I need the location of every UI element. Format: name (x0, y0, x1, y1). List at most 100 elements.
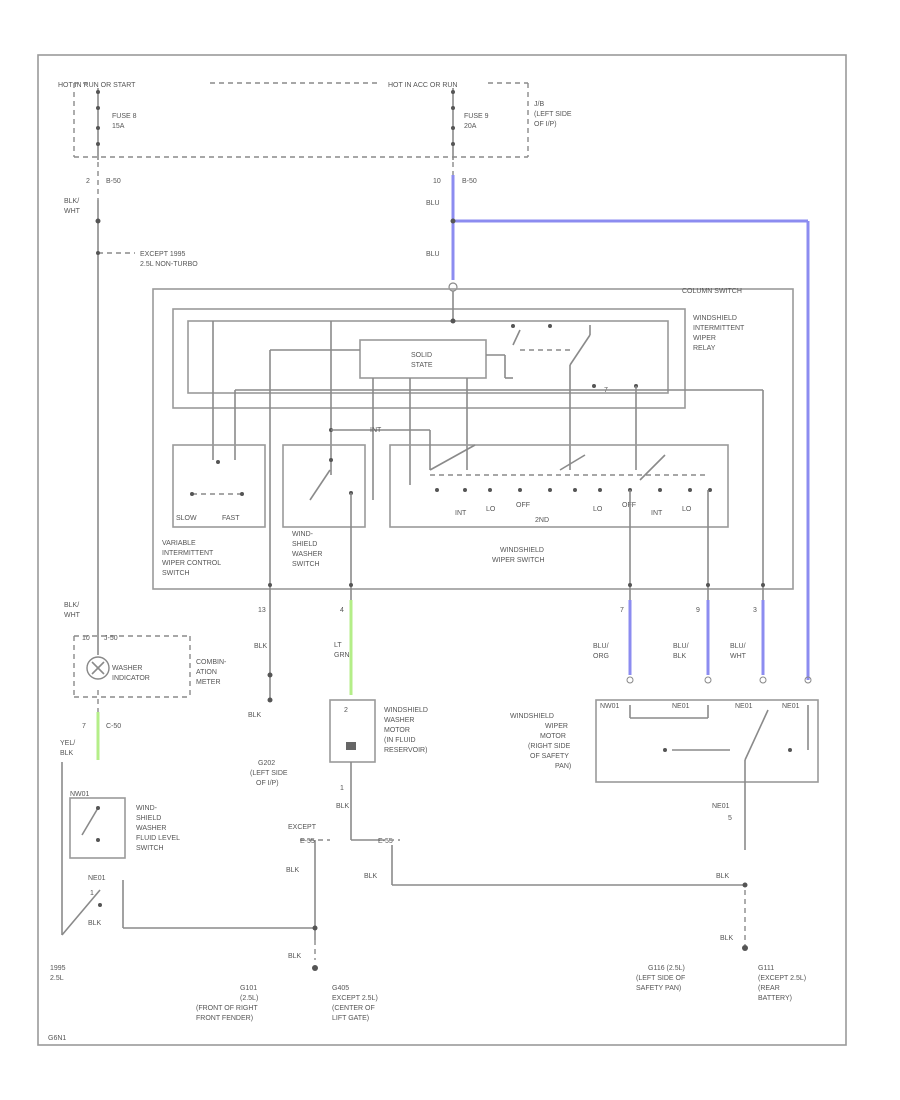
wire-blk-right-bottom: BLK (716, 873, 730, 880)
variable-label-1: VARIABLE (162, 540, 196, 547)
wire-yel-1: YEL/ (60, 740, 75, 747)
pos-lo3: LO (682, 506, 692, 513)
variable-label-4: SWITCH (162, 570, 190, 577)
wiper-pin-2: NE01 (672, 703, 690, 710)
wire-blk-bottom: BLK (288, 953, 302, 960)
wire-blu-org-1: BLU/ (593, 643, 609, 650)
washer-motor-pin-bottom: 1 (340, 785, 344, 792)
wire-blu-mid: BLU (426, 251, 440, 258)
wiper-motor-3: MOTOR (540, 733, 566, 740)
wiper-motor-6: PAN) (555, 763, 571, 770)
washer-switch-1: WIND- (292, 531, 314, 538)
jb-label-3: OF I/P) (534, 121, 557, 128)
conn-right-label: B-50 (462, 178, 477, 185)
jb-label-1: J/B (534, 101, 544, 108)
fuse-right-rating: 20A (464, 123, 477, 130)
wire-blu-wht-1: BLU/ (730, 643, 746, 650)
conn-left-label: B-50 (106, 178, 121, 185)
washer-switch-2: SHIELD (292, 541, 317, 548)
indicator-conn: J-50 (104, 635, 118, 642)
indicator-pin: 10 (82, 635, 90, 642)
wire-blu-org-2: ORG (593, 653, 609, 660)
fluid-label-5: SWITCH (136, 845, 164, 852)
pos-int2: INT (651, 510, 663, 517)
wire-blu-blk-1: BLU/ (673, 643, 689, 650)
pos-lo: LO (486, 506, 496, 513)
pin-3: 3 (753, 607, 757, 614)
wire-blk-left: BLK (254, 643, 268, 650)
washer-switch-4: SWITCH (292, 561, 320, 568)
footer-code: G6N1 (48, 1035, 66, 1042)
wiper-motor-4: (RIGHT SIDE (528, 743, 571, 750)
power-right-label: HOT IN ACC OR RUN (388, 82, 458, 89)
pos-lo2: LO (593, 506, 603, 513)
year-1: 1995 (50, 965, 66, 972)
washer-motor-pin-top: 2 (344, 707, 348, 714)
wire-lt-grn-2: GRN (334, 652, 350, 659)
pos-2nd: 2ND (535, 517, 549, 524)
wire-blk-wht-mid-2: WHT (64, 612, 81, 619)
except-label: EXCEPT (288, 824, 317, 831)
wire-blu-blk-2: BLK (673, 653, 687, 660)
wire-blk-g202: BLK (248, 712, 262, 719)
pos-off: OFF (516, 502, 530, 509)
washer-motor-box (329, 699, 376, 763)
fluid-pin-bottom: 1 (90, 890, 94, 897)
g202-2: (LEFT SIDE (250, 770, 288, 777)
conn-right-pin: 10 (433, 178, 441, 185)
washer-motor-2: WASHER (384, 717, 414, 724)
relay-label-1: WINDSHIELD (693, 315, 737, 322)
g116-1: G116 (2.5L) (648, 965, 685, 972)
fuse-right-name: FUSE 9 (464, 113, 489, 120)
relay-box (172, 308, 686, 409)
fluid-level-switch-box (69, 797, 126, 859)
wire-blk-right: BLK (364, 873, 378, 880)
wire-blk-mid: BLK (286, 867, 300, 874)
wiper-motor-box (595, 699, 819, 783)
column-switch-box (152, 288, 794, 590)
wire-blu-top: BLU (426, 200, 440, 207)
wiper-bottom-conn: NE01 (712, 803, 730, 810)
year-2: 2.5L (50, 975, 64, 982)
svg-text:BLK: BLK (720, 935, 734, 942)
indicator-label-2: INDICATOR (112, 675, 150, 682)
washer-switch-3: WASHER (292, 551, 322, 558)
g111-1: G111 (758, 965, 774, 972)
indicator-conn2: C-50 (106, 723, 121, 730)
except-1995-2: 2.5L NON-TURBO (140, 261, 198, 268)
fluid-conn-top: NW01 (70, 791, 90, 798)
wire-yel-2: BLK (60, 750, 74, 757)
fluid-label-1: WIND- (136, 805, 158, 812)
diagram-border (37, 54, 847, 1046)
meter-label-1: COMBIN- (196, 659, 227, 666)
g202-3: OF I/P) (256, 780, 279, 787)
washer-motor-1: WINDSHIELD (384, 707, 428, 714)
meter-label-3: METER (196, 679, 221, 686)
conn-e55-left: E-55 (300, 838, 315, 845)
wiper-switch-box (389, 444, 729, 528)
wire-blk-wht-top-2: WHT (64, 208, 81, 215)
wiper-switch-2: WIPER SWITCH (492, 557, 545, 564)
g116-3: SAFETY PAN) (636, 985, 681, 992)
relay-label-3: WIPER (693, 335, 716, 342)
except-1995-1: EXCEPT 1995 (140, 251, 186, 258)
variable-switch-box (172, 444, 266, 528)
pin-7: 7 (620, 607, 624, 614)
fluid-label-3: WASHER (136, 825, 166, 832)
variable-label-3: WIPER CONTROL (162, 560, 221, 567)
conn-e55-right: E-55 (378, 838, 393, 845)
wiper-pin-1: NW01 (600, 703, 620, 710)
meter-label-2: ATION (196, 669, 217, 676)
solid-state-2: STATE (411, 362, 433, 369)
column-switch-title: COLUMN SWITCH (682, 288, 742, 295)
g405-2: EXCEPT 2.5L) (332, 995, 378, 1002)
solid-state-box (359, 339, 487, 379)
washer-switch-box (282, 444, 366, 528)
indicator-pin2: 7 (82, 723, 86, 730)
g405-3: (CENTER OF (332, 1005, 375, 1012)
pin-13: 13 (258, 607, 266, 614)
washer-motor-4: (IN FLUID (384, 737, 416, 744)
slow-label: SLOW (176, 515, 197, 522)
fluid-label-2: SHIELD (136, 815, 161, 822)
wire-lt-grn-1: LT (334, 642, 342, 649)
